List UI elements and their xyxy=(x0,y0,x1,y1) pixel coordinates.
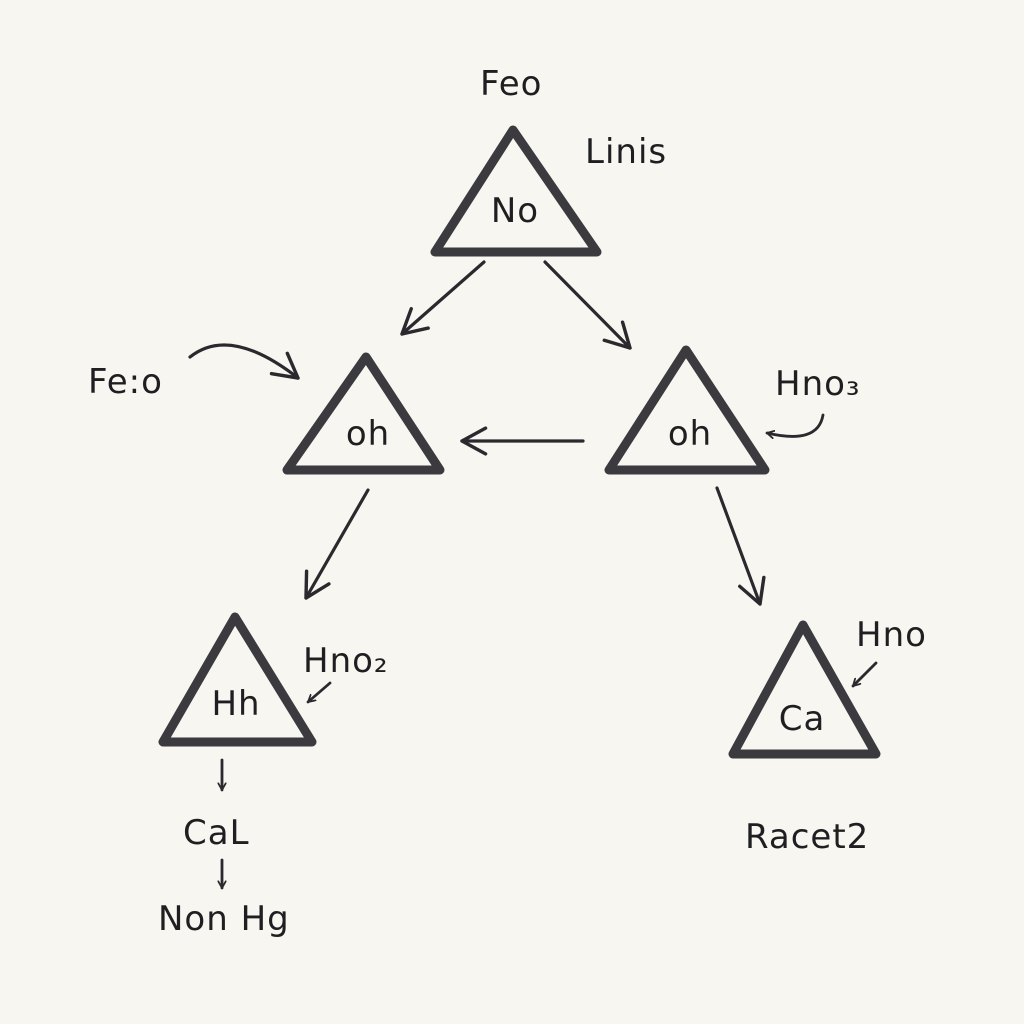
top-title-label: Feo xyxy=(480,64,542,104)
triangle-node-top: No xyxy=(430,125,602,257)
node-mid-left-label: oh xyxy=(346,414,390,454)
bottom-left-side-label: Hno₂ xyxy=(303,641,389,681)
triangle-node-mid-right: oh xyxy=(604,345,770,475)
arrow-into-mid-left xyxy=(188,343,300,380)
bottom-right-side-label: Hno xyxy=(856,615,927,655)
arrow-into-mid-right xyxy=(765,413,825,436)
bottom-left-step1-label: CaL xyxy=(183,813,250,853)
arrow-top-to-mid-right xyxy=(543,260,632,350)
arrow-mid-right-to-bottom-right xyxy=(715,486,766,606)
node-top-label: No xyxy=(491,191,539,231)
bottom-left-step2-label: Non Hg xyxy=(158,899,290,939)
triangle-node-bottom-right: Ca xyxy=(728,620,881,759)
node-bottom-right-label: Ca xyxy=(779,699,826,739)
node-mid-right-label: oh xyxy=(668,414,712,454)
triangle-node-mid-left: oh xyxy=(282,352,445,475)
node-bottom-left-label: Hh xyxy=(211,684,260,724)
mid-right-side-label: Hno₃ xyxy=(775,364,861,404)
arrow-into-bottom-left xyxy=(306,681,332,704)
triangle-node-bottom-left: Hh xyxy=(158,612,317,747)
arrow-top-to-mid-left xyxy=(400,260,486,336)
top-side-label: Linis xyxy=(585,132,667,172)
bottom-right-caption: Racet2 xyxy=(745,817,869,857)
arrow-mid-left-to-bottom-left xyxy=(304,488,370,600)
mid-left-side-label: Fe:o xyxy=(88,362,163,402)
arrow-into-bottom-right xyxy=(851,661,878,688)
